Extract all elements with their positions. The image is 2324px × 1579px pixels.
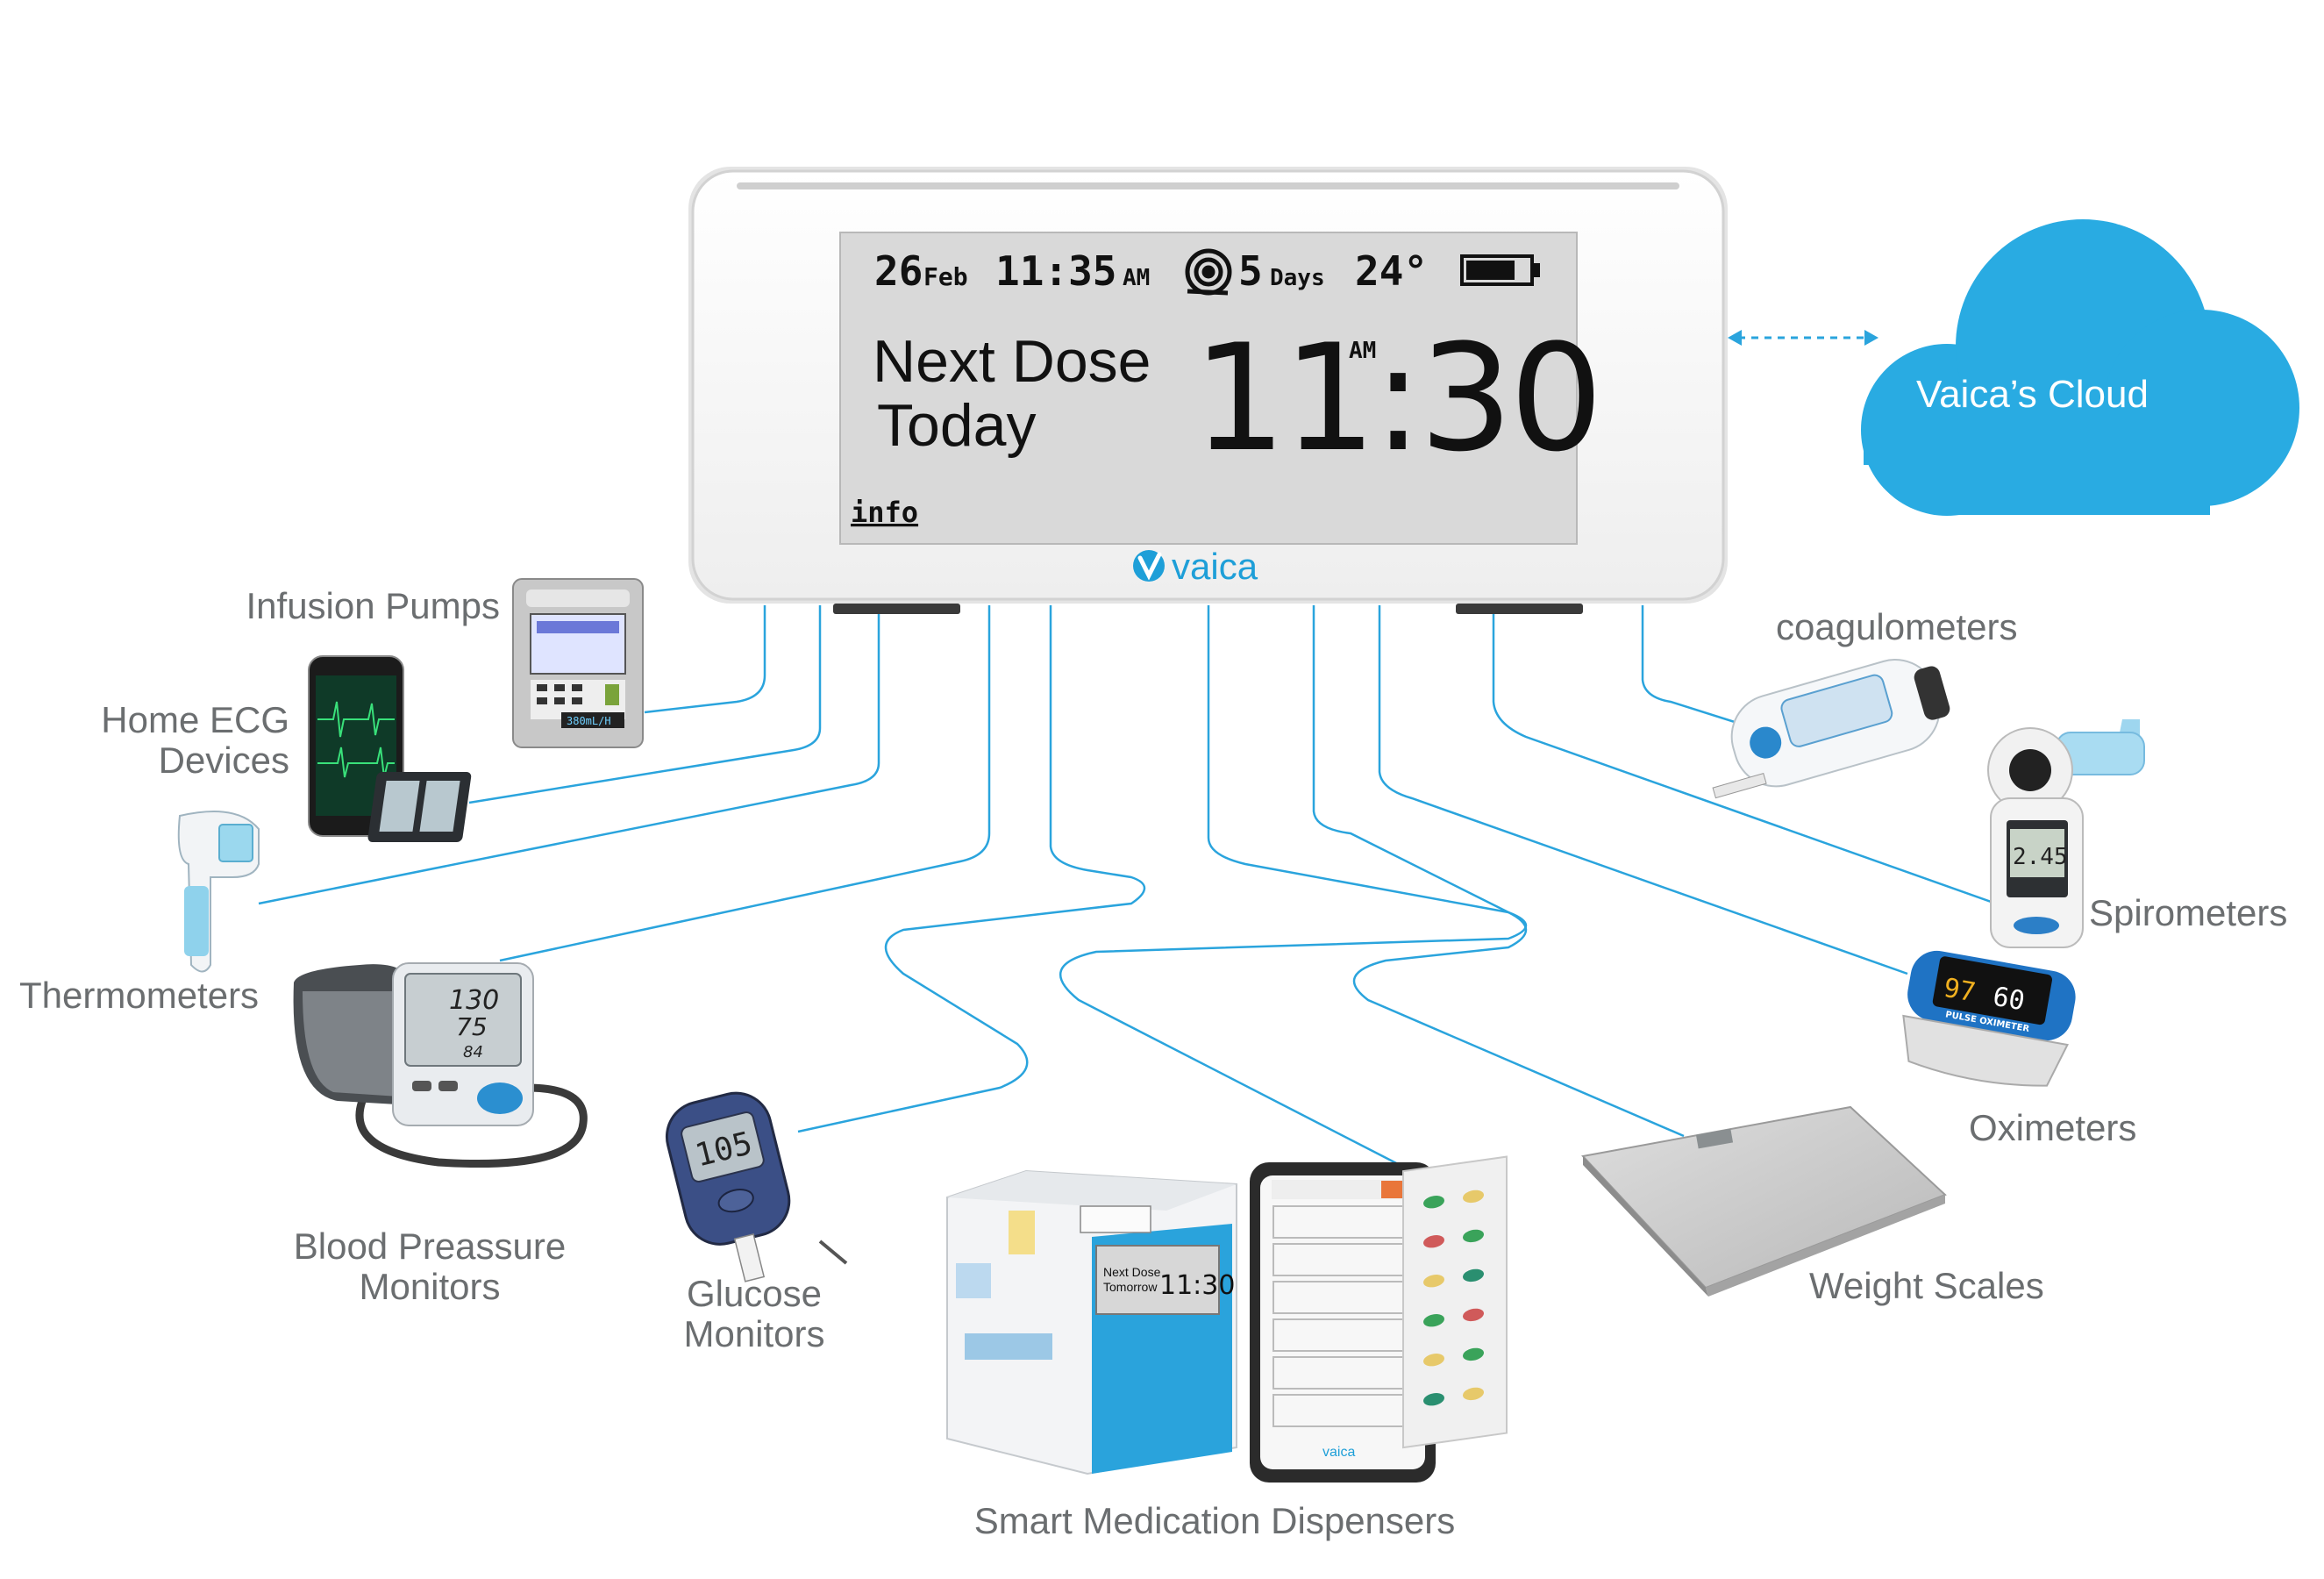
connector-thermometer — [258, 605, 880, 905]
pump-rate: 380mL/H — [567, 715, 611, 727]
connector-oximeter — [1378, 605, 1908, 975]
connector-infusion-pump — [644, 605, 766, 714]
hub-time-suffix: AM — [1123, 265, 1150, 291]
label-home-ecg-line2: Devices — [158, 739, 289, 781]
battery-icon — [1460, 254, 1540, 286]
oximeter-image: 97 60 PULSE OXIMETER — [1902, 950, 2076, 1087]
dispenser-time: 11:30 — [1159, 1270, 1235, 1301]
connector-lines — [258, 605, 2009, 1168]
weight-scale-image — [1581, 1105, 1947, 1297]
oxi-spo2: 97 — [1942, 973, 1978, 1009]
hub-date-day: 26 — [874, 247, 923, 295]
connector-glucose — [797, 605, 1146, 1133]
label-dispensers-text: Smart Medication Dispensers — [973, 1500, 1456, 1541]
connector-home-ecg — [468, 605, 822, 804]
label-home-ecg-line1: Home ECG — [101, 699, 289, 740]
label-weight-scales-text: Weight Scales — [1809, 1265, 2044, 1306]
label-glucose-line1: Glucose — [686, 1273, 823, 1314]
label-spirometers-text: Spirometers — [2089, 892, 2288, 933]
infusion-pump-image: 380mL/H — [512, 578, 644, 748]
dispenser-line1: Next Dose — [1103, 1265, 1161, 1279]
hub-dose-ampm: AM — [1349, 338, 1376, 364]
hub-days-count: 5 — [1238, 247, 1263, 295]
coagulometer-image — [1712, 658, 1950, 799]
label-glucose-line2: Monitors — [683, 1313, 825, 1354]
label-coagulometers-text: coagulometers — [1776, 606, 2018, 647]
cloud-label: Vaica’s Cloud — [1916, 373, 2149, 416]
label-coagulometers: coagulometers — [1776, 607, 2017, 647]
label-glucose: Glucose Monitors — [645, 1274, 864, 1354]
hub-date-month: Feb — [923, 262, 968, 291]
spiro-value: 2.45 — [2013, 844, 2068, 870]
cloud-link — [1728, 330, 1878, 346]
spiral-icon — [1185, 248, 1232, 296]
label-bp-line1: Blood Preassure — [293, 1225, 567, 1267]
connector-spirometer — [1492, 605, 2009, 910]
connector-blood-pressure — [499, 605, 991, 962]
connector-coagulometer — [1641, 605, 1755, 730]
label-infusion-pumps-text: Infusion Pumps — [246, 585, 501, 626]
hub-brand: vaica — [1172, 546, 1258, 587]
bp-pulse: 84 — [463, 1043, 483, 1061]
cloud-shape — [1861, 219, 2299, 516]
blood-pressure-image: 130 75 84 — [293, 962, 588, 1168]
label-oximeters: Oximeters — [1969, 1108, 2136, 1148]
hub-info-button[interactable]: info — [851, 496, 918, 529]
dispenser-line2: Tomorrow — [1103, 1280, 1158, 1294]
oxi-pr: 60 — [1991, 982, 2028, 1018]
hub-days-label: Days — [1270, 265, 1325, 291]
label-oximeters-text: Oximeters — [1969, 1107, 2137, 1148]
label-spirometers: Spirometers — [2089, 893, 2287, 933]
hub-next-dose-line1: Next Dose — [873, 328, 1151, 395]
hub-device: 26 Feb 11:35 AM 5 Days 24° Next Dose Tod… — [688, 167, 1728, 614]
hub-time: 11:35 — [995, 247, 1116, 295]
hub-temperature: 24° — [1355, 247, 1428, 295]
label-infusion-pumps: Infusion Pumps — [210, 585, 501, 626]
thermometer-image — [177, 811, 260, 973]
label-blood-pressure: Blood Preassure Monitors — [263, 1226, 596, 1307]
label-dispensers: Smart Medication Dispensers — [908, 1501, 1522, 1541]
dispenser-box-image: Next Dose Tomorrow 11:30 — [946, 1169, 1237, 1475]
bp-diastolic: 75 — [456, 1012, 488, 1041]
home-ecg-image — [308, 655, 472, 842]
dispenser-tray-image: vaica — [1250, 1162, 1436, 1483]
label-bp-line2: Monitors — [359, 1266, 501, 1307]
hub-dose-time: 11:30 — [1193, 312, 1600, 484]
connector-dispenser — [1059, 605, 1528, 1168]
label-thermometers-text: Thermometers — [19, 975, 260, 1016]
bp-systolic: 130 — [449, 985, 499, 1016]
dispenser-tray-brand: vaica — [1322, 1445, 1355, 1460]
spirometer-image: 2.45 — [1987, 719, 2145, 948]
label-thermometers: Thermometers — [19, 975, 259, 1016]
pill-blister-image — [1402, 1155, 1508, 1449]
glucose-monitor-image: 105 — [665, 1091, 791, 1282]
label-weight-scales: Weight Scales — [1809, 1266, 2044, 1306]
connector-weight-scale — [1312, 605, 1685, 1138]
hub-next-dose-line2: Today — [877, 392, 1036, 459]
label-home-ecg: Home ECG Devices — [79, 700, 289, 781]
vaica-logo-icon — [1133, 550, 1165, 582]
